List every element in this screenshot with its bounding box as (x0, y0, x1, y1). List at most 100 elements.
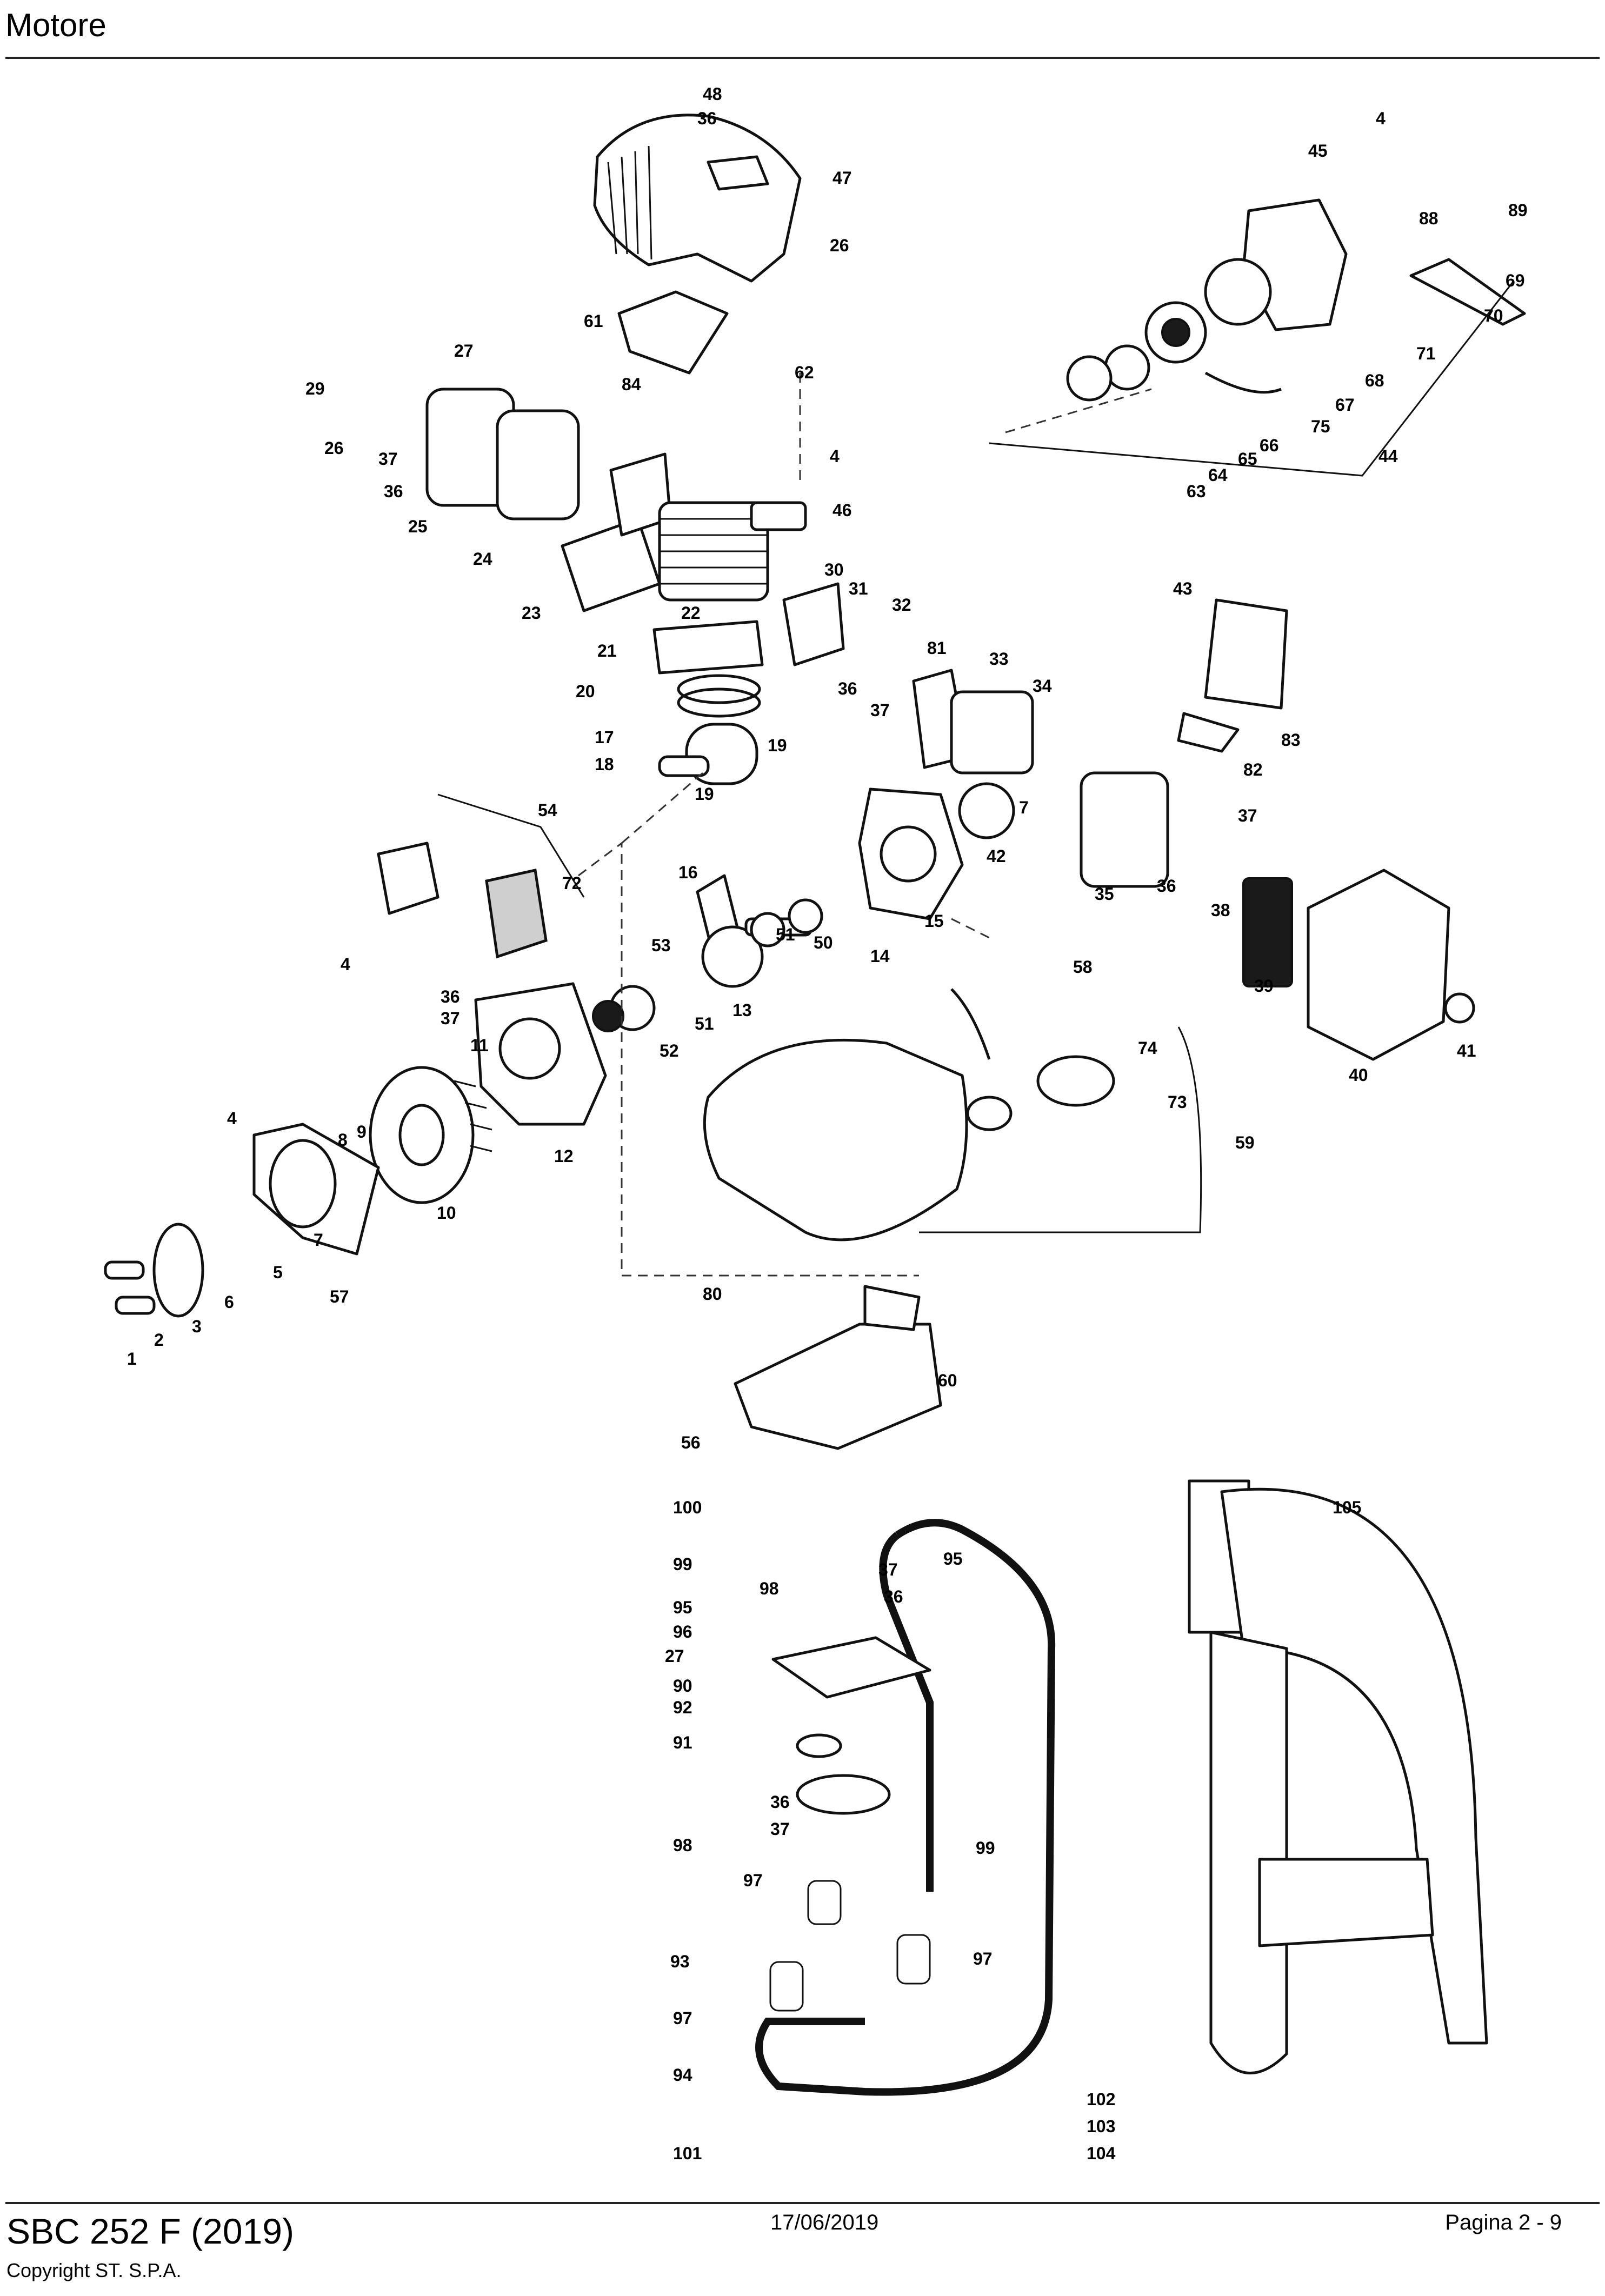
callout-c36e: 36 (884, 1587, 903, 1606)
callout-c95b: 95 (673, 1598, 692, 1617)
callout-c71: 71 (1416, 344, 1436, 363)
flywheel (369, 1066, 492, 1204)
callout-c38: 38 (1211, 900, 1230, 920)
callout-c99b: 99 (976, 1838, 995, 1858)
starter-assembly (1066, 198, 1526, 402)
header-divider (5, 57, 1600, 59)
clutch-plate (104, 1223, 204, 1318)
callout-c7a: 7 (314, 1230, 323, 1250)
callout-c98a: 98 (760, 1579, 779, 1598)
callout-c39: 39 (1254, 976, 1274, 996)
callout-c83: 83 (1281, 730, 1301, 750)
callout-c60: 60 (938, 1371, 957, 1390)
callout-c36a: 36 (384, 482, 403, 501)
callout-c44: 44 (1378, 446, 1398, 466)
callout-c73: 73 (1168, 1092, 1187, 1112)
callout-c64: 64 (1208, 465, 1228, 485)
callout-c33: 33 (989, 649, 1009, 669)
callout-c19a: 19 (768, 736, 787, 755)
callout-c13: 13 (732, 1000, 752, 1020)
callout-c17: 17 (595, 727, 614, 747)
callout-c12: 12 (554, 1146, 574, 1166)
callout-c89: 89 (1508, 201, 1528, 220)
callout-c48: 48 (703, 84, 722, 104)
bracket-59 (919, 1026, 1202, 1233)
callout-c37e: 37 (878, 1560, 898, 1579)
callout-c68: 68 (1365, 371, 1384, 390)
callout-c80: 80 (703, 1284, 722, 1304)
callout-c32: 32 (892, 595, 911, 615)
callout-c27b: 27 (665, 1646, 684, 1666)
callout-c91: 91 (673, 1733, 692, 1752)
callout-c100: 100 (673, 1498, 702, 1517)
callout-c63: 63 (1187, 482, 1206, 501)
callout-c52: 52 (660, 1041, 679, 1060)
crankcase-half (858, 787, 964, 920)
callout-c20: 20 (576, 682, 595, 701)
callout-c4d: 4 (1376, 109, 1386, 128)
piston-group (652, 620, 764, 785)
callout-c23: 23 (522, 603, 541, 623)
callout-c97c: 97 (673, 2008, 692, 2028)
callout-c26a: 26 (324, 438, 344, 458)
callout-c97b: 97 (973, 1949, 993, 1968)
callout-c26b: 26 (830, 236, 849, 255)
callout-c35: 35 (1095, 884, 1114, 904)
callout-c69: 69 (1506, 271, 1525, 290)
document-date: 17/06/2019 (770, 2211, 879, 2234)
callout-c24: 24 (473, 549, 492, 569)
callout-c84: 84 (622, 375, 641, 394)
callout-c18: 18 (595, 755, 614, 774)
engine-cover (593, 114, 802, 283)
callout-c103: 103 (1087, 2117, 1115, 2136)
air-filter-group (1080, 598, 1475, 1061)
footer-divider (5, 2202, 1600, 2204)
callout-c59: 59 (1235, 1133, 1255, 1152)
callout-c92: 92 (673, 1698, 692, 1717)
model-name: SBC 252 F (2019) (6, 2211, 294, 2251)
callout-c37d: 37 (441, 1009, 460, 1028)
callout-c7b: 7 (1019, 798, 1029, 817)
callout-c81: 81 (927, 638, 947, 658)
callout-c10: 10 (437, 1203, 456, 1223)
crankshaft (592, 874, 823, 1032)
callout-c50: 50 (814, 933, 833, 952)
callout-c94: 94 (673, 2065, 692, 2085)
assembly-guide-lines (578, 373, 1152, 1277)
callout-c97a: 97 (743, 1871, 763, 1890)
cylinder (658, 501, 807, 602)
callout-c3: 3 (192, 1317, 202, 1336)
callout-c53: 53 (651, 936, 671, 955)
callout-c70: 70 (1484, 306, 1503, 325)
frame (755, 1519, 1056, 2096)
callout-c19b: 19 (695, 784, 714, 804)
callout-c105: 105 (1333, 1498, 1361, 1517)
callout-c15: 15 (924, 911, 944, 931)
callout-c56: 56 (681, 1433, 701, 1452)
callout-c104: 104 (1087, 2144, 1116, 2163)
callout-c101: 101 (673, 2144, 702, 2163)
tank-guard (734, 1285, 942, 1450)
callout-c36c: 36 (1157, 876, 1176, 896)
cylinder-shield (617, 290, 729, 375)
callout-c36g: 36 (770, 1792, 790, 1812)
callout-c43: 43 (1173, 579, 1193, 598)
callout-c40: 40 (1349, 1065, 1368, 1085)
callout-c82: 82 (1243, 760, 1263, 779)
callout-c1: 1 (127, 1349, 137, 1369)
callout-c58: 58 (1073, 957, 1093, 977)
callout-c27a: 27 (454, 341, 474, 361)
ignition-coil (377, 842, 548, 959)
callout-c57: 57 (330, 1287, 349, 1306)
callout-c75: 75 (1311, 417, 1330, 436)
callout-c98b: 98 (673, 1836, 692, 1855)
callout-c66: 66 (1260, 436, 1279, 455)
callout-c54: 54 (538, 800, 557, 820)
page-number: Pagina 2 - 9 (1445, 2211, 1562, 2234)
callout-c34: 34 (1033, 676, 1052, 696)
callout-c36f: 36 (441, 987, 460, 1006)
callout-c4b: 4 (341, 955, 350, 974)
callout-c62: 62 (795, 363, 814, 382)
